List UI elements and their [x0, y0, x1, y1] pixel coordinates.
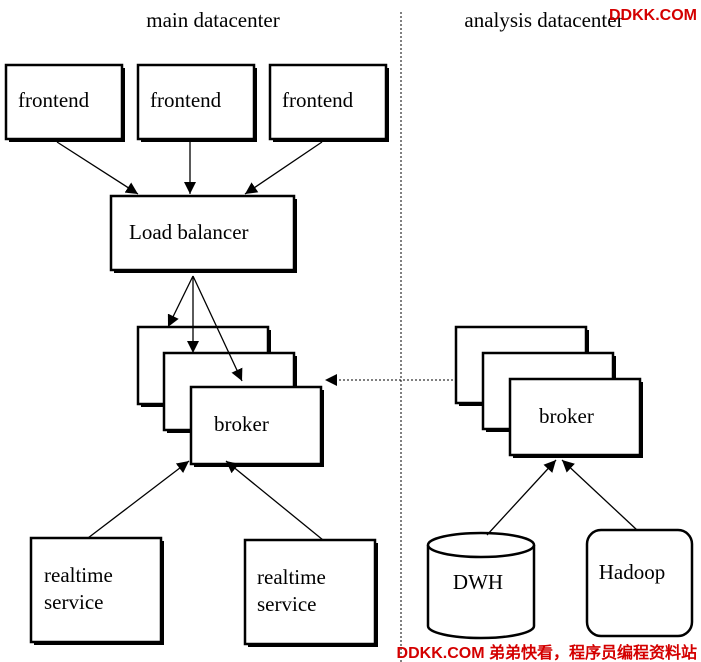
frontend-label-1: frontend — [18, 88, 90, 112]
load-balancer-box: Load balancer — [109, 194, 297, 273]
main-datacenter-label: main datacenter — [146, 8, 280, 32]
watermark-top: DDKK.COM — [609, 7, 697, 24]
arrow-lb-to-broker-3 — [192, 275, 243, 382]
frontend-box-2: frontend — [136, 63, 257, 142]
dwh-cylinder: DWH — [426, 531, 536, 640]
main-broker-label: broker — [214, 412, 269, 436]
hadoop-box: Hadoop — [585, 528, 694, 638]
frontend-label-3: frontend — [282, 88, 354, 112]
arrow-frontend1-to-lb — [56, 141, 139, 195]
load-balancer-label: Load balancer — [129, 220, 249, 244]
analysis-broker-stack: broker — [454, 325, 643, 458]
frontend-box-3: frontend — [268, 63, 389, 142]
arrow-lb-to-broker-1 — [167, 275, 194, 328]
arrow-frontend3-to-lb — [244, 141, 323, 195]
main-broker-stack: broker — [136, 325, 324, 467]
frontend-box-1: frontend — [4, 63, 125, 142]
realtime-service-box-1: realtime service — [29, 536, 164, 645]
realtime-service-label-1: realtime service — [44, 563, 118, 614]
arrow-dwh-to-broker — [486, 459, 557, 536]
watermark-bottom: DDKK.COM 弟弟快看，程序员编程资料站 — [397, 643, 697, 662]
hadoop-label: Hadoop — [599, 560, 666, 584]
analysis-broker-label: broker — [539, 404, 594, 428]
realtime-service-box-2: realtime service — [243, 538, 378, 647]
dwh-label: DWH — [453, 570, 503, 594]
realtime-service-label-2: realtime service — [257, 565, 331, 616]
arrow-realtime2-to-broker — [225, 460, 324, 541]
arrow-realtime1-to-broker — [87, 460, 190, 539]
analysis-datacenter-label: analysis datacenter — [464, 8, 623, 32]
frontend-label-2: frontend — [150, 88, 222, 112]
arrow-hadoop-to-broker — [561, 459, 638, 531]
